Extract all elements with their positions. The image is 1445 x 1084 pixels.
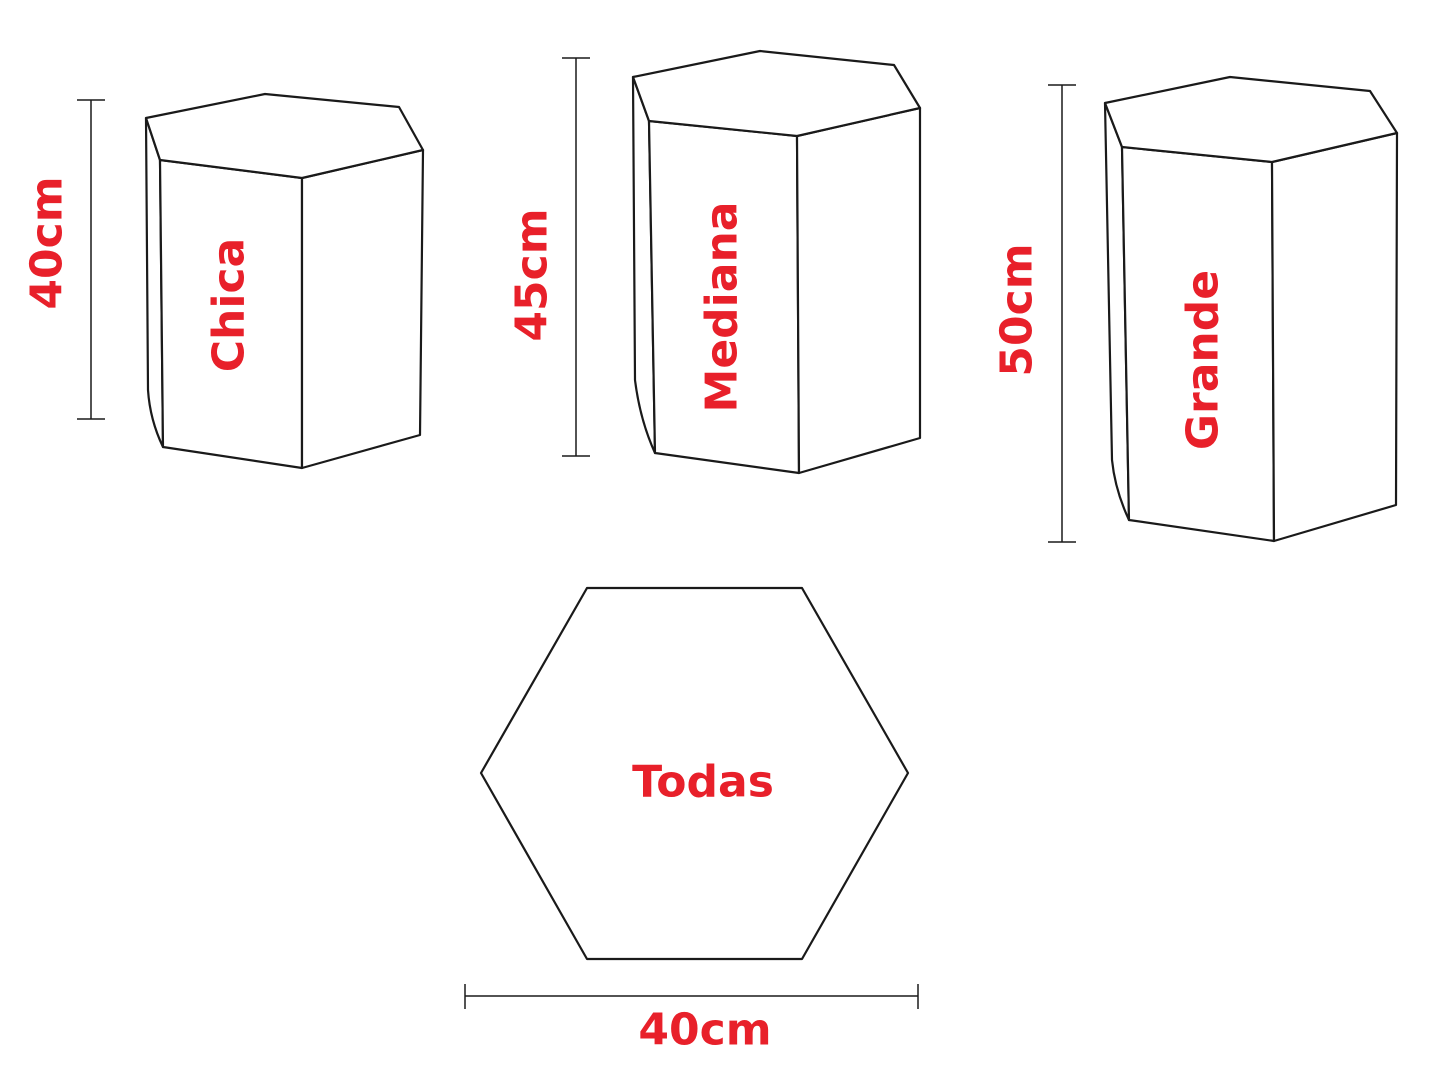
width-label: 40cm: [638, 1005, 771, 1056]
height-dimension-mediana: [562, 57, 590, 457]
height-dimension-chica: [77, 99, 105, 420]
hexagon-top-view: [479, 586, 910, 961]
height-dimension-grande: [1048, 84, 1076, 543]
prism-chica: [144, 92, 425, 470]
width-dimension: [464, 984, 919, 1009]
height-label-chica: 40cm: [22, 176, 73, 309]
height-label-mediana: 45cm: [507, 208, 558, 341]
size-label-chica: Chica: [204, 238, 255, 372]
size-label-mediana: Mediana: [697, 202, 748, 413]
prism-grande: [1103, 75, 1399, 543]
top-view-label: Todas: [632, 757, 774, 808]
prism-mediana: [631, 49, 922, 475]
size-label-grande: Grande: [1178, 270, 1229, 450]
height-label-grande: 50cm: [992, 243, 1043, 376]
